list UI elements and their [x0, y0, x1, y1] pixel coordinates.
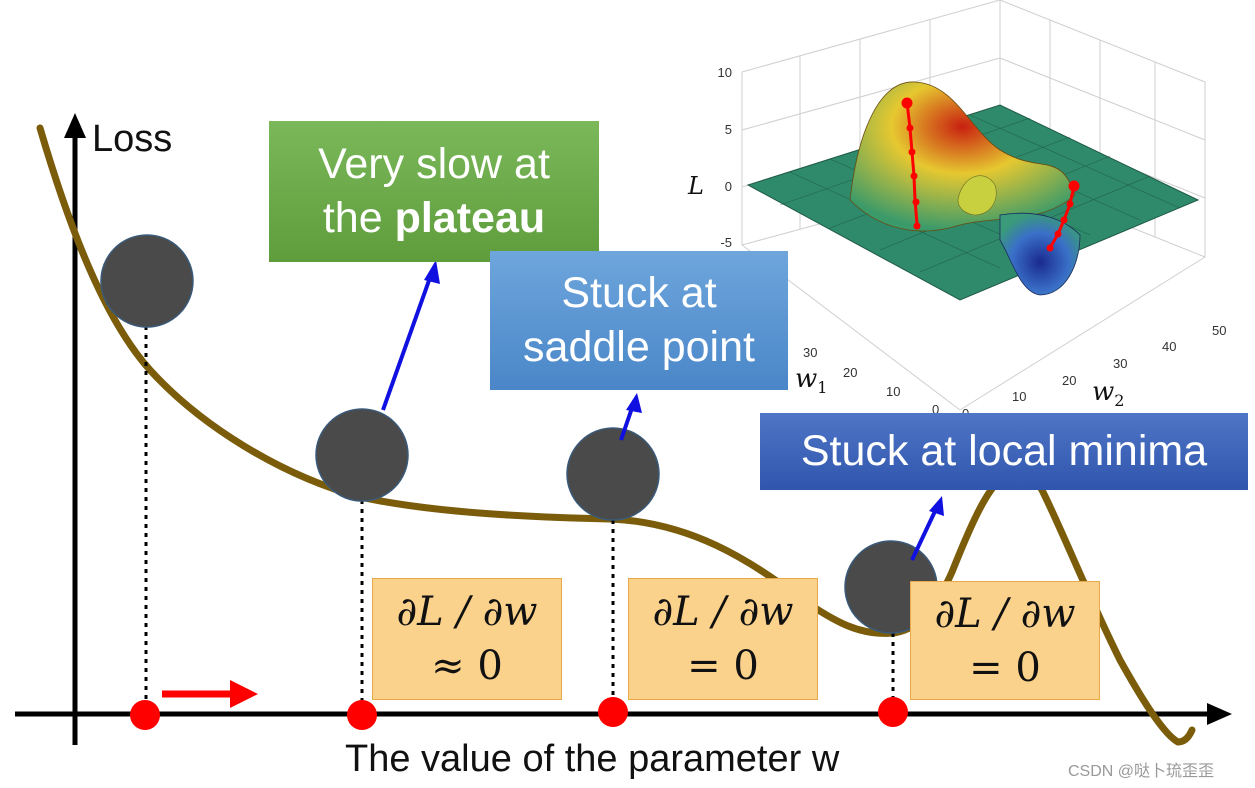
derivative-expr: ∂L / ∂w: [396, 589, 538, 635]
surface-pit: [999, 212, 1081, 296]
pointer-arrows: [381, 260, 944, 561]
point-local-min: [878, 697, 908, 727]
ball-plateau: [315, 408, 409, 502]
point-start: [130, 700, 160, 730]
w2-tick: 40: [1162, 339, 1176, 354]
arrow-local-min: [910, 506, 939, 561]
w1-tick: 10: [886, 384, 900, 399]
surface-plot: 10 5 0 -5 L 30 20 10 0 w1 50 40 30 20 10…: [687, 0, 1226, 421]
derivative-box-plateau: ∂L / ∂w ≈ 0: [372, 578, 562, 700]
saddle-callout: Stuck at saddle point: [490, 251, 788, 390]
x-axis-arrowhead: [1207, 703, 1232, 725]
descent-path-right: [1046, 180, 1080, 252]
plateau-callout-line1: Very slow at: [318, 139, 550, 188]
local-min-callout: Stuck at local minima: [760, 413, 1248, 490]
x-axis-points: [130, 697, 908, 730]
surface-peak: [849, 81, 1076, 232]
derivative-value: ≈ 0: [431, 643, 503, 689]
w1-tick: 20: [843, 365, 857, 380]
z-tick: 0: [725, 179, 732, 194]
ball-saddle: [566, 427, 660, 521]
saddle-callout-line2: saddle point: [523, 322, 755, 371]
w2-tick: 10: [1012, 389, 1026, 404]
w2-tick: 30: [1113, 356, 1127, 371]
x-axis-label: The value of the parameter w: [345, 738, 840, 780]
y-axis-label: Loss: [92, 118, 173, 160]
loss-curve: [36, 124, 1196, 746]
w1-tick: 30: [803, 345, 817, 360]
saddle-callout-line1: Stuck at: [561, 268, 717, 317]
w2-tick: 20: [1062, 373, 1076, 388]
ball-start: [100, 234, 194, 328]
point-saddle: [598, 697, 628, 727]
y-axis-arrowhead: [64, 113, 86, 138]
w1-tick: 0: [932, 402, 939, 417]
derivative-value: = 0: [969, 644, 1041, 691]
derivative-expr: ∂L / ∂w: [934, 590, 1076, 637]
w2-tick: 50: [1212, 323, 1226, 338]
derivative-value: = 0: [687, 643, 759, 689]
z-tick: -5: [720, 235, 732, 250]
w2-axis-label: w2: [1092, 377, 1124, 410]
watermark: CSDN @哒卜琉歪歪: [1068, 763, 1215, 780]
derivative-box-saddle: ∂L / ∂w = 0: [628, 578, 818, 700]
z-tick: 10: [718, 65, 732, 80]
derivative-box-local-min: ∂L / ∂w = 0: [910, 581, 1100, 700]
plateau-callout-line2: the plateau: [322, 193, 546, 242]
plateau-callout: Very slow at the plateau: [269, 121, 599, 262]
w1-axis-label: w1: [795, 364, 827, 397]
arrow-plateau: [381, 271, 434, 411]
direction-arrow: [162, 680, 258, 708]
derivative-expr: ∂L / ∂w: [652, 589, 794, 635]
z-axis-label: L: [687, 172, 704, 200]
z-tick: 5: [725, 122, 732, 137]
point-plateau: [347, 700, 377, 730]
descent-path-left: [901, 97, 921, 230]
surface-bump: [957, 175, 997, 216]
